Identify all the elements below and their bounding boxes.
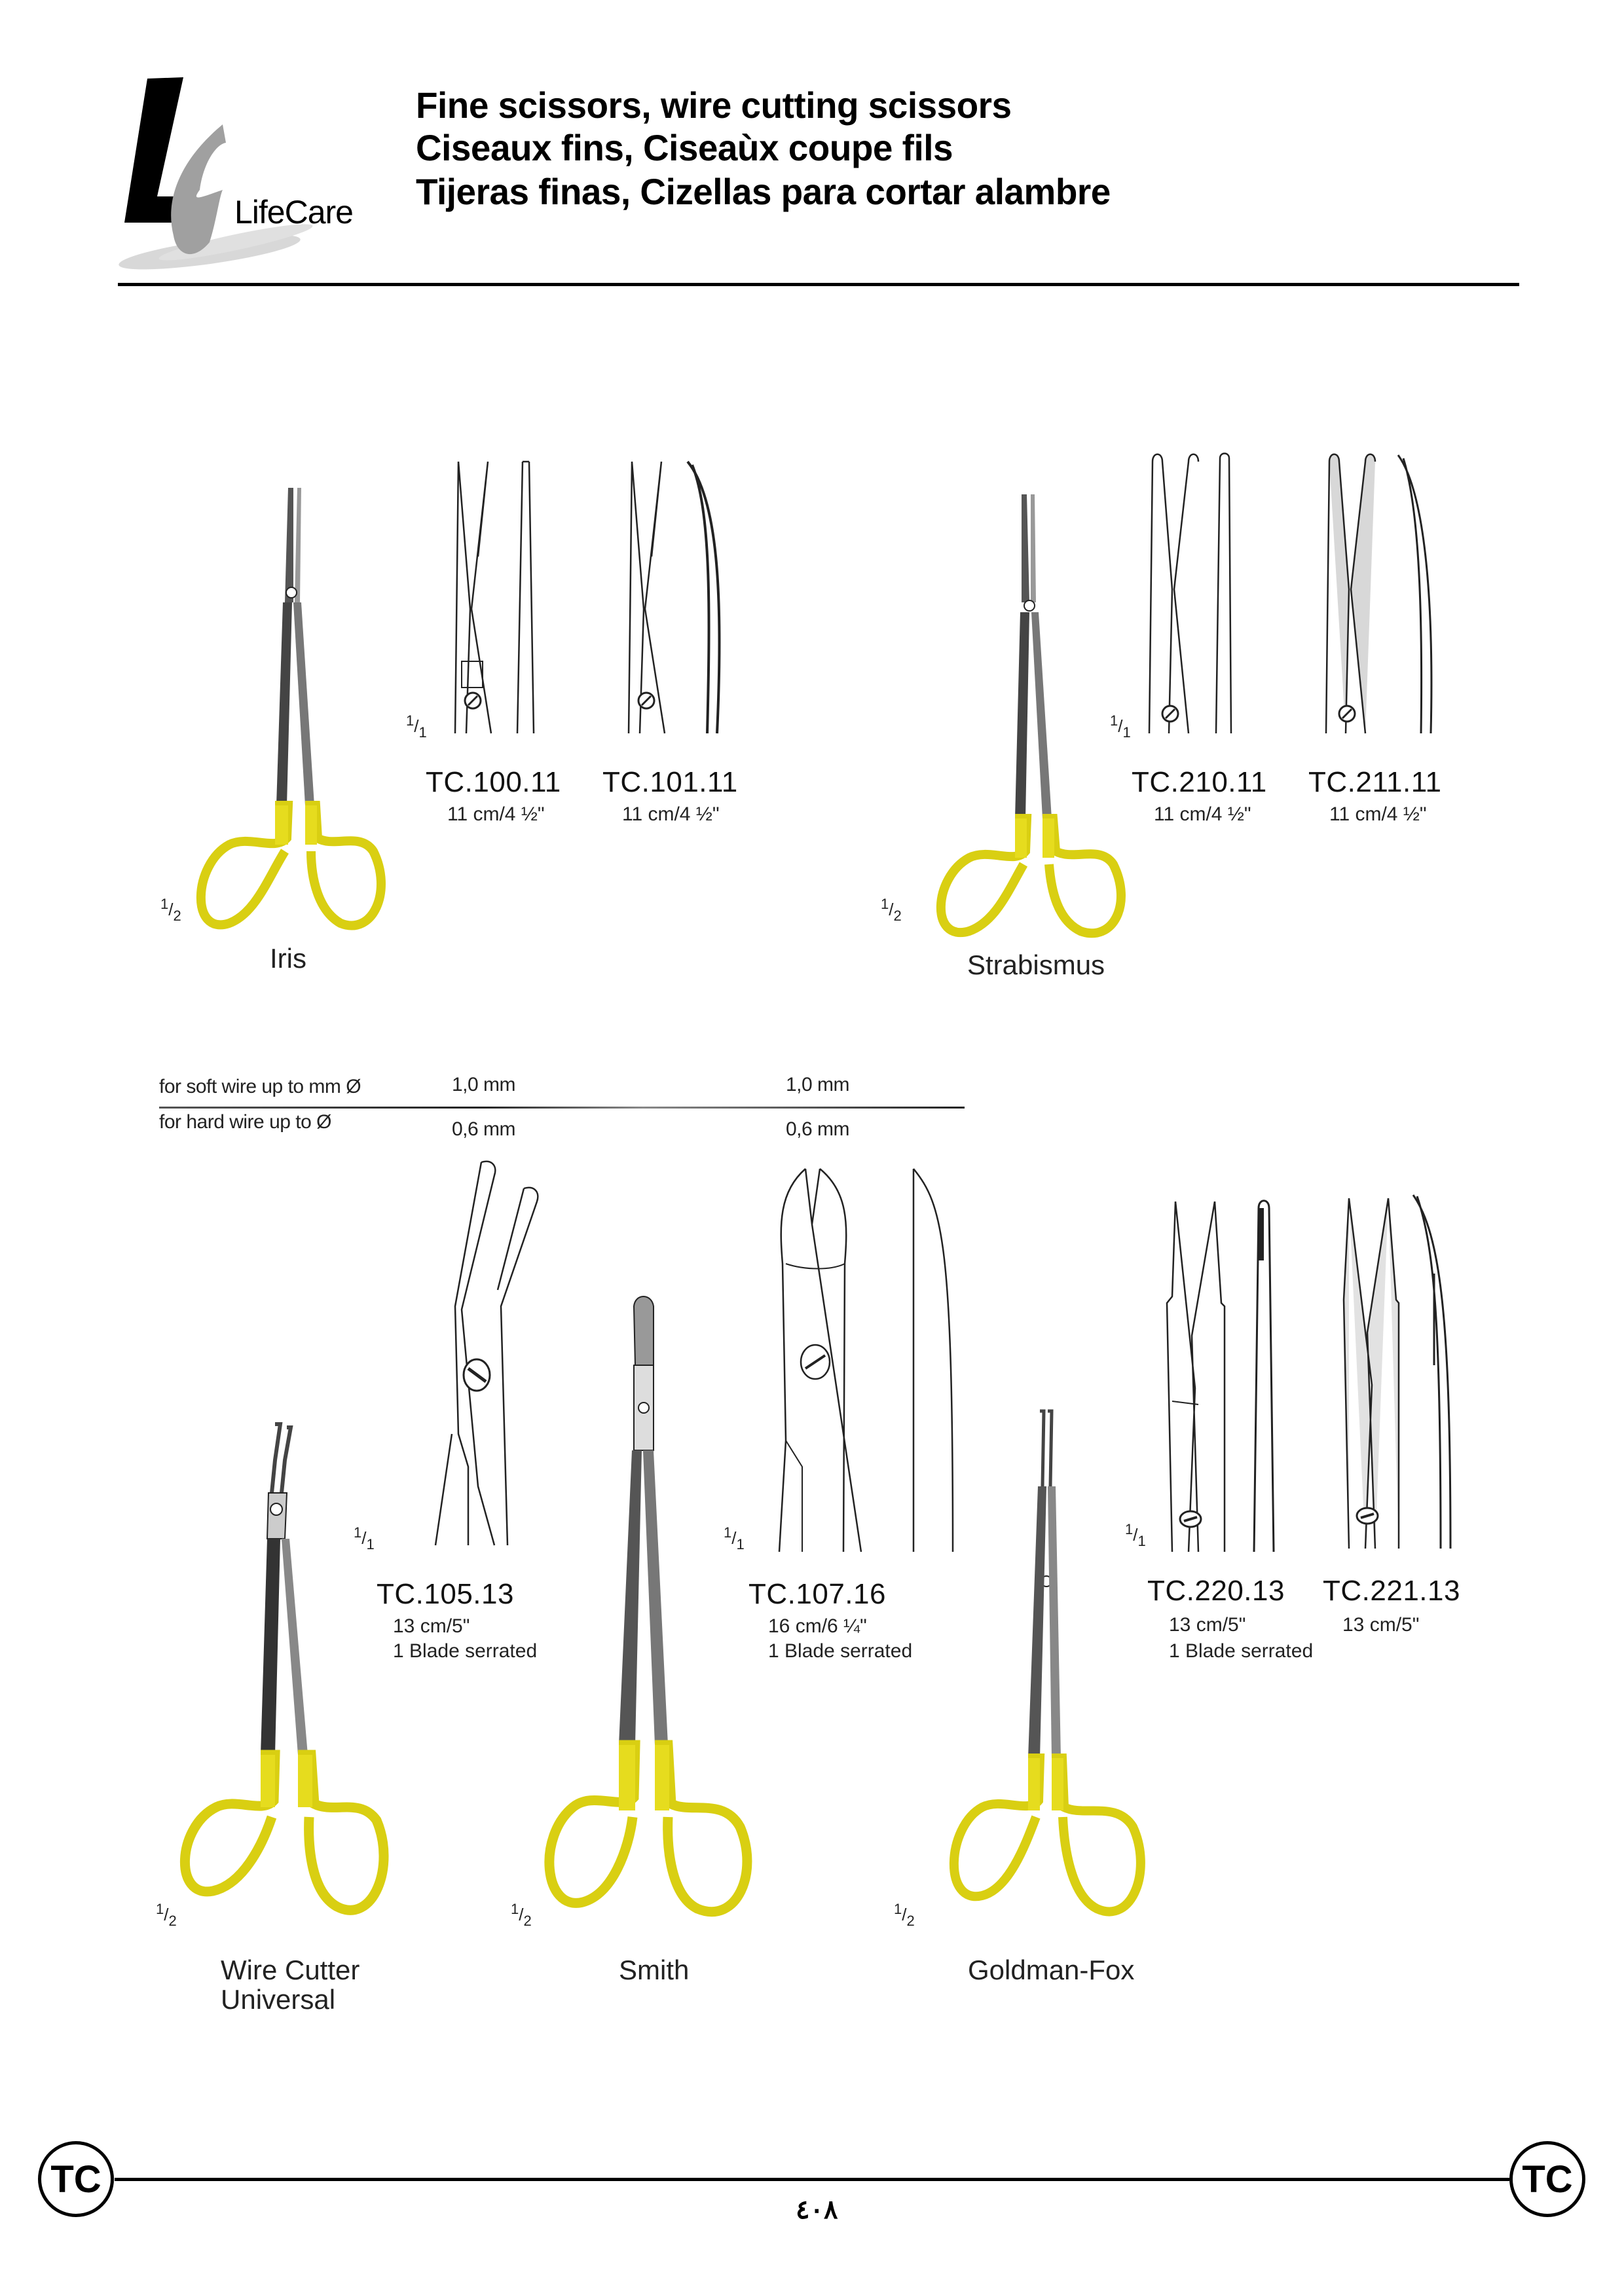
product-name-iris: Iris	[270, 943, 306, 974]
scale-half-smith: 1/2	[511, 1901, 532, 1929]
lifecare-logo-icon	[119, 77, 313, 270]
product-size: 13 cm/5"	[1342, 1614, 1420, 1636]
product-size: 11 cm/4 ½"	[622, 803, 720, 825]
wire-row-value: 0,6 mm	[452, 1118, 516, 1140]
tc-210-11-detail-icon	[1148, 452, 1232, 734]
tc-107-16-detail-icon	[778, 1168, 954, 1552]
scale-full-smith: 1/1	[724, 1524, 745, 1552]
product-code: TC.100.11	[426, 766, 561, 798]
page-title-en: Fine scissors, wire cutting scissors	[416, 84, 1012, 126]
logo: LifeCare	[111, 65, 386, 275]
product-size: 11 cm/4 ½"	[1154, 803, 1251, 825]
product-name-wire-cutter: Wire Cutter	[221, 1955, 360, 1985]
product-size: 16 cm/6 ¼"	[768, 1615, 867, 1637]
product-name-smith: Smith	[619, 1955, 690, 1985]
scale-half-strabismus: 1/2	[881, 896, 902, 924]
page-title-fr: Ciseaux fins, Ciseaùx coupe fils	[416, 127, 953, 168]
scale-half-iris: 1/2	[160, 896, 181, 924]
tc-105-13-detail-icon	[434, 1160, 539, 1546]
product-name-wire-cutter-universal: Universal	[221, 1984, 336, 2015]
product-note: 1 Blade serrated	[393, 1640, 538, 1662]
product-code: TC.220.13	[1147, 1575, 1285, 1607]
footer-divider	[115, 2178, 1509, 2181]
strabismus-scissors-icon	[936, 494, 1126, 938]
product-code: TC.101.11	[602, 766, 738, 798]
wire-row-label: for soft wire up to mm Ø	[159, 1076, 361, 1097]
tc-221-13-detail-icon	[1342, 1194, 1452, 1549]
scale-half-goldman-fox: 1/2	[894, 1901, 915, 1929]
product-name-strabismus: Strabismus	[967, 949, 1105, 980]
wire-row-value: 1,0 mm	[452, 1074, 516, 1095]
tc-badge-left: TC	[38, 2141, 114, 2217]
product-note: 1 Blade serrated	[1169, 1640, 1314, 1662]
product-size: 11 cm/4 ½"	[447, 803, 545, 825]
page-number: ٤٠٨	[796, 2195, 838, 2224]
goldman-fox-scissors-icon	[949, 1409, 1145, 1917]
logo-wordmark: LifeCare	[234, 194, 354, 230]
tc-220-13-detail-icon	[1166, 1200, 1275, 1552]
wire-row-label: for hard wire up to Ø	[159, 1111, 331, 1133]
product-code: TC.107.16	[748, 1578, 886, 1610]
scale-full-iris: 1/1	[406, 712, 427, 741]
scale-full-strabismus: 1/1	[1110, 712, 1131, 741]
tc-100-11-detail-icon	[454, 460, 535, 734]
product-size: 13 cm/5"	[1169, 1614, 1246, 1636]
product-code: TC.211.11	[1308, 766, 1442, 798]
scale-full-goldman-fox: 1/1	[1125, 1521, 1146, 1549]
scale-full-wire-cutter: 1/1	[354, 1524, 375, 1552]
header-divider	[118, 283, 1519, 286]
product-note: 1 Blade serrated	[768, 1640, 913, 1662]
product-code: TC.105.13	[377, 1578, 514, 1610]
tc-badge-right: TC	[1509, 2141, 1585, 2217]
wire-row-value: 1,0 mm	[786, 1074, 850, 1095]
wire-row-value: 0,6 mm	[786, 1118, 850, 1140]
product-size: 13 cm/5"	[393, 1615, 470, 1637]
product-size: 11 cm/4 ½"	[1329, 803, 1427, 825]
product-name-goldman-fox: Goldman-Fox	[968, 1955, 1135, 1985]
tc-211-11-detail-icon	[1325, 453, 1433, 734]
product-code: TC.210.11	[1132, 766, 1267, 798]
wire-cutter-scissors-icon	[180, 1422, 389, 1915]
page-title-es: Tijeras finas, Cizellas para cortar alam…	[416, 171, 1111, 212]
tc-101-11-detail-icon	[627, 460, 721, 734]
product-code: TC.221.13	[1323, 1575, 1460, 1607]
scale-half-wire-cutter: 1/2	[156, 1901, 177, 1929]
wire-table-divider	[159, 1107, 965, 1109]
smith-scissors-icon	[544, 1296, 752, 1917]
iris-scissors-icon	[196, 488, 386, 930]
